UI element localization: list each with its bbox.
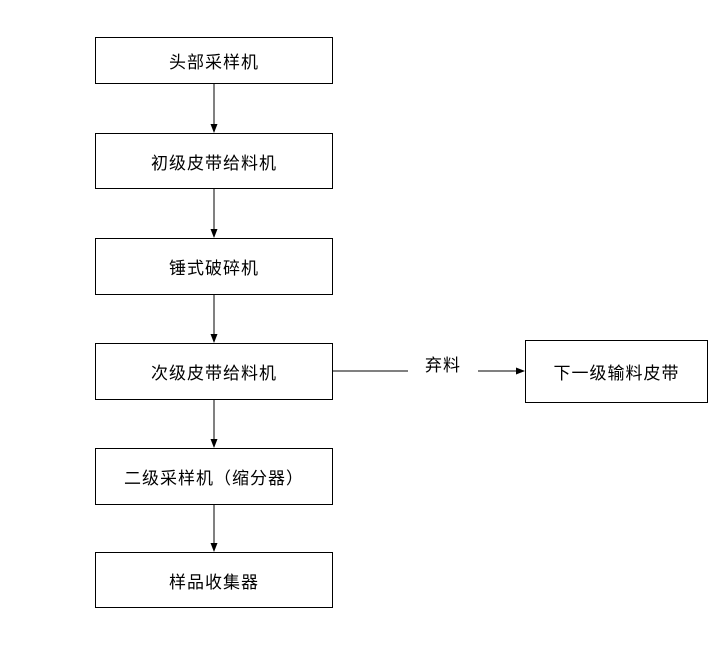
flow-node-label: 样品收集器 — [169, 572, 259, 592]
flow-node-head-sampler: 头部采样机 — [95, 37, 333, 84]
flow-node-label: 锤式破碎机 — [169, 259, 259, 278]
flow-node-label: 头部采样机 — [169, 53, 259, 72]
flow-node-next-stage-conveyor: 下一级输料皮带 — [525, 340, 708, 403]
flow-node-sample-collector: 样品收集器 — [95, 552, 333, 608]
flow-node-primary-belt-feeder: 初级皮带给料机 — [95, 133, 333, 189]
flow-node-label: 二级采样机（缩分器） — [124, 469, 304, 488]
flow-node-hammer-crusher: 锤式破碎机 — [95, 238, 333, 295]
flow-node-secondary-sampler-divider: 二级采样机（缩分器） — [95, 448, 333, 505]
flow-node-label: 下一级输料皮带 — [553, 364, 680, 383]
flow-node-label: 次级皮带给料机 — [151, 364, 277, 383]
discard-edge-label: 弃料 — [408, 351, 478, 376]
flow-node-secondary-belt-feeder: 次级皮带给料机 — [95, 343, 333, 400]
flow-node-label: 初级皮带给料机 — [151, 153, 277, 173]
